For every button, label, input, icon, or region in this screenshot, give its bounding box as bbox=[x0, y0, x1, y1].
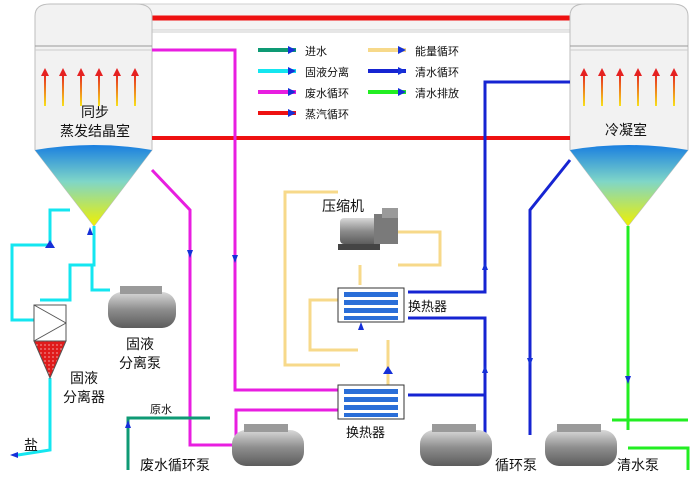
salt-label: 盐 bbox=[24, 438, 38, 454]
clear-water-pump-unit bbox=[545, 424, 617, 466]
legend-steam: 蒸汽循环 bbox=[305, 108, 349, 121]
wastewater-lines bbox=[150, 48, 340, 447]
inlet-lines bbox=[126, 416, 210, 470]
circulation-pump-label: 循环泵 bbox=[495, 458, 537, 474]
compressor-label: 压缩机 bbox=[322, 199, 364, 215]
discharge-lines bbox=[612, 226, 690, 470]
solid-liquid-lines bbox=[10, 208, 110, 457]
separator-label-line2: 分离器 bbox=[63, 390, 105, 406]
wastewater-pump-label: 废水循环泵 bbox=[140, 458, 210, 474]
steam-top-pipe bbox=[88, 3, 635, 46]
separator-pump-label: 固液 分离泵 bbox=[112, 336, 168, 374]
legend-inlet: 进水 bbox=[305, 45, 327, 58]
heat-exchanger-upper-label: 换热器 bbox=[408, 300, 448, 315]
clear-water-pump-label: 清水泵 bbox=[617, 458, 659, 474]
raw-water-label: 原水 bbox=[150, 403, 172, 416]
evaporator-label: 同步 蒸发结晶室 bbox=[45, 104, 145, 142]
separator-pump-unit bbox=[108, 286, 176, 328]
legend-wastewater: 废水循环 bbox=[305, 87, 349, 100]
separator-label-line1: 固液 bbox=[70, 371, 98, 387]
separator-pump-label-line1: 固液 bbox=[126, 337, 154, 353]
flow-arrows bbox=[10, 227, 631, 458]
heat-exchanger-lower-label: 换热器 bbox=[346, 426, 386, 441]
separator-unit bbox=[33, 304, 67, 380]
legend-energy: 能量循环 bbox=[415, 45, 459, 58]
evaporator-label-line1: 同步 bbox=[81, 105, 109, 121]
legend-discharge: 清水排放 bbox=[415, 87, 459, 100]
heat-exchanger-lower-unit bbox=[337, 384, 405, 420]
separator-pump-label-line2: 分离泵 bbox=[119, 356, 161, 372]
legend-solid-liquid: 固液分离 bbox=[305, 66, 349, 79]
evaporator-label-line2: 蒸发结晶室 bbox=[60, 124, 130, 140]
evaporator-vessel bbox=[34, 3, 153, 227]
clear-water-lines bbox=[408, 80, 572, 435]
circulation-pump-unit bbox=[420, 424, 492, 466]
legend-clear-water: 清水循环 bbox=[415, 66, 459, 79]
heat-rising-arrows-right bbox=[580, 68, 678, 106]
condenser-vessel bbox=[569, 3, 689, 227]
compressor-unit bbox=[338, 208, 398, 250]
wastewater-pump-unit bbox=[232, 424, 304, 466]
legend bbox=[258, 46, 406, 117]
heat-exchanger-upper-unit bbox=[337, 287, 405, 323]
condenser-label: 冷凝室 bbox=[605, 123, 647, 139]
separator-label: 固液 分离器 bbox=[56, 370, 112, 408]
heat-rising-arrows-left bbox=[41, 68, 139, 106]
energy-cycle-lines bbox=[283, 190, 442, 385]
